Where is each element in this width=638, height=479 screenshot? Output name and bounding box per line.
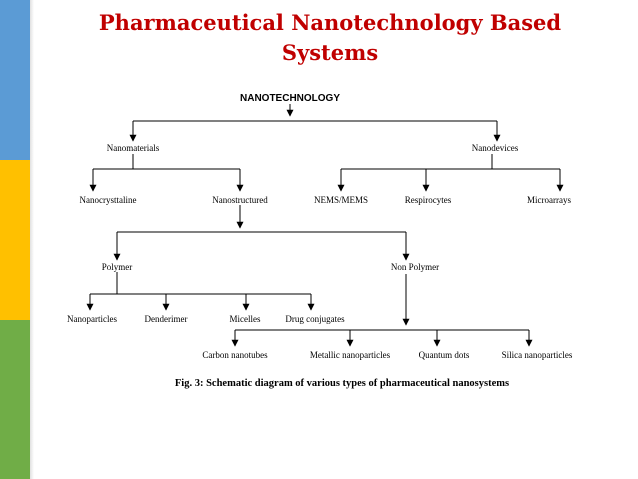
slide-title-line-2: Systems	[281, 40, 379, 65]
node-non-polymer: Non Polymer	[391, 262, 439, 272]
node-microarrays: Microarrays	[527, 195, 571, 205]
slide-title-line-1: Pharmaceutical Nanotechnology Based	[98, 10, 562, 35]
node-respirocytes: Respirocytes	[405, 195, 452, 205]
node-silica-nanoparticles: Silica nanoparticles	[502, 350, 573, 360]
accent-bar-green	[0, 320, 30, 479]
accent-bar-yellow	[0, 160, 30, 320]
node-metallic-nanoparticles: Metallic nanoparticles	[310, 350, 391, 360]
node-denderimer: Denderimer	[145, 314, 188, 324]
node-quantum-dots: Quantum dots	[419, 350, 470, 360]
node-drug-conjugates: Drug conjugates	[285, 314, 345, 324]
node-labels: NANOTECHNOLOGY Nanomaterials Nanodevices…	[67, 93, 573, 360]
node-nems-mems: NEMS/MEMS	[314, 195, 368, 205]
accent-bar-blue	[0, 0, 30, 160]
node-nanomaterials: Nanomaterials	[107, 143, 160, 153]
node-polymer: Polymer	[102, 262, 133, 272]
accent-bar-shadow	[30, 0, 34, 479]
figure-caption: Fig. 3: Schematic diagram of various typ…	[175, 378, 509, 389]
node-carbon-nanotubes: Carbon nanotubes	[202, 350, 268, 360]
slide-title: Pharmaceutical Nanotechnology Based Syst…	[40, 8, 620, 68]
node-nanodevices: Nanodevices	[472, 143, 519, 153]
connector-lines	[86, 104, 564, 347]
node-micelles: Micelles	[230, 314, 261, 324]
node-nanoparticles: Nanoparticles	[67, 314, 117, 324]
node-nanocrystalline: Nanocrysttaline	[80, 195, 137, 205]
node-nanostructured: Nanostructured	[212, 195, 268, 205]
node-nanotechnology: NANOTECHNOLOGY	[240, 93, 340, 104]
